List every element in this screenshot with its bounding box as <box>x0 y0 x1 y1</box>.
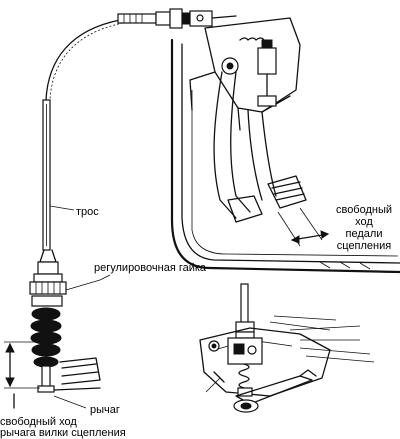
fork-assembly <box>199 283 375 413</box>
cable-leader <box>49 205 75 211</box>
label-pedal-free-travel-line-3: педали <box>345 228 383 240</box>
adjusting-nut <box>29 261 67 295</box>
label-fork-free-travel-line-2: рычага вилки сцепления <box>0 427 126 439</box>
label-cable: трос <box>76 206 99 218</box>
label-lever: рычаг <box>90 404 120 416</box>
pedal-free-travel-dimension <box>277 207 330 247</box>
release-bracket <box>53 357 101 391</box>
cable-line <box>45 19 124 101</box>
rubber-boot <box>30 295 63 393</box>
label-fork-free-travel-line-1: свободный ход <box>0 416 77 428</box>
label-pedal-free-travel-line-4: сцепления <box>336 240 392 252</box>
adjust-nut-leader <box>65 279 101 291</box>
cable-rod <box>39 99 57 263</box>
label-pedal-free-travel-line-2: ход <box>355 216 373 228</box>
cable-top-fitting <box>117 8 237 29</box>
label-pedal-free-travel-line-1: свободный <box>335 204 393 216</box>
lever-leader <box>53 395 87 409</box>
fork-free-travel-dimension <box>4 341 40 409</box>
label-pedal-free-travel: свободный ход педали сцепления <box>330 204 398 252</box>
pedal-assembly <box>170 17 400 274</box>
label-adjust-nut: регулировочная гайка <box>94 262 207 274</box>
